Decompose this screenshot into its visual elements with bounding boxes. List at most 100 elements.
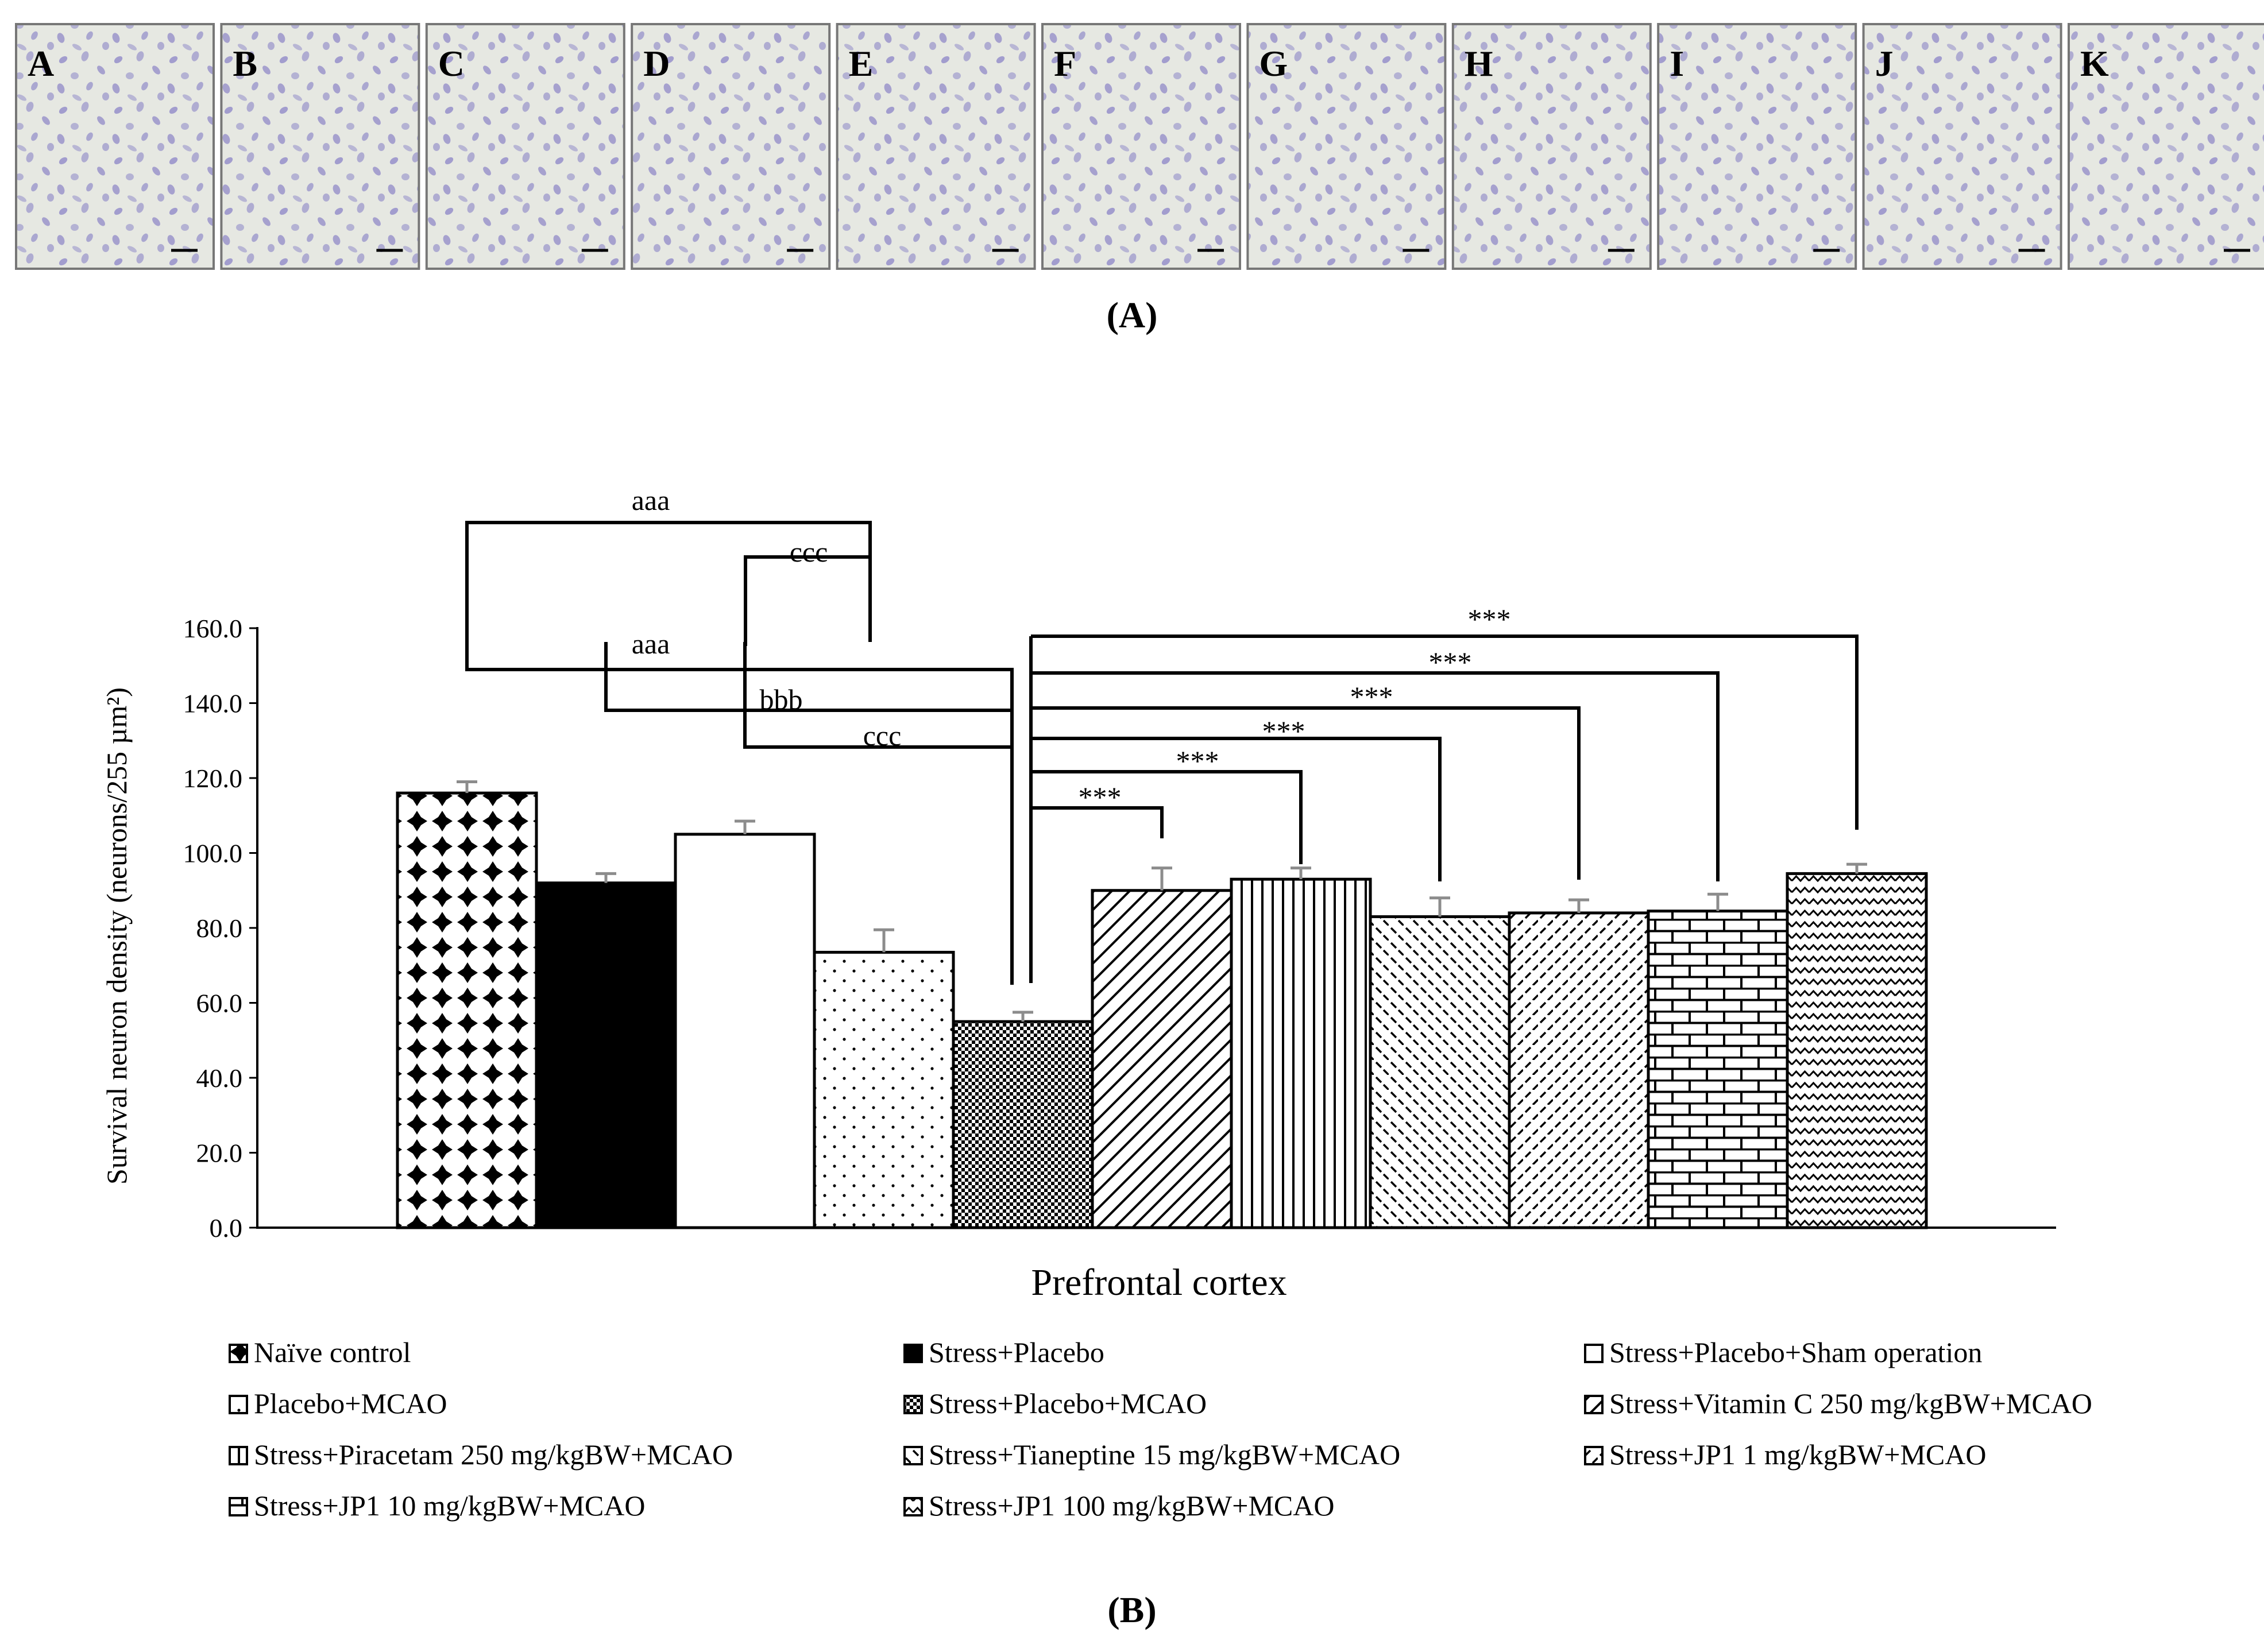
micrograph-letter: G [1259,43,1288,84]
micrograph-letter: J [1875,43,1894,84]
legend-entry: Naïve control [229,1336,411,1368]
y-tick-label: 40.0 [196,1063,243,1093]
y-tick-label: 140.0 [183,689,243,718]
bar [1091,889,1233,1229]
legend-entry: Stress+JP1 10 mg/kgBW+MCAO [229,1489,645,1522]
legend-label: Stress+Placebo+Sham operation [1609,1336,1982,1368]
significance-label: aaa [632,628,670,660]
bar [952,1020,1094,1229]
error-bars [457,780,1867,1022]
significance-bracket: *** [1031,603,1859,830]
significance-label: ccc [863,719,902,752]
y-tick-label: 100.0 [183,839,243,868]
micrograph-i: I [1657,23,1857,270]
micrograph-k: K [2068,23,2264,270]
x-axis-label: Prefrontal cortex [1031,1262,1286,1303]
legend-entry: Stress+JP1 100 mg/kgBW+MCAO [903,1489,1334,1522]
legend-swatch [903,1497,923,1516]
micrograph-f: F [1041,23,1241,270]
significance-bracket: *** [1031,646,1720,881]
stained-neurons [633,25,829,268]
y-tick-label: 80.0 [196,914,243,943]
legend-swatch [903,1446,923,1465]
micrograph-j: J [1862,23,2062,270]
stained-neurons [1864,25,2060,268]
legend-label: Naïve control [254,1336,411,1368]
y-axis-label: Survival neuron density (neurons/255 µm²… [101,687,133,1185]
legend-label: Stress+JP1 10 mg/kgBW+MCAO [254,1489,645,1522]
panel-a-label: (A) [1107,295,1158,335]
significance-label: *** [1176,745,1219,777]
micrograph-letter: K [2080,43,2109,84]
bar [813,950,955,1229]
bracket-line [1031,806,1164,838]
stained-neurons [1454,25,1649,268]
legend-swatch [903,1395,923,1414]
legend-swatch [1584,1395,1604,1414]
significance-label: *** [1468,603,1511,635]
legend-label: Stress+JP1 100 mg/kgBW+MCAO [929,1489,1334,1522]
significance-bracket: *** [1031,680,1581,880]
bar [535,881,677,1229]
significance-bracket: ccc [744,536,872,646]
legend-label: Stress+JP1 1 mg/kgBW+MCAO [1609,1438,1986,1471]
significance-label: *** [1350,680,1393,713]
micrograph-letter: C [438,43,465,84]
micrograph-letter: D [643,43,670,84]
legend-entry: Placebo+MCAO [229,1387,447,1419]
stained-neurons [1044,25,1239,268]
legend-entry: Stress+Tianeptine 15 mg/kgBW+MCAO [903,1438,1400,1471]
bracket-line [1031,635,1859,830]
legend-swatch [229,1497,248,1516]
micrograph-a: A [15,23,215,270]
legend-entry: Stress+Vitamin C 250 mg/kgBW+MCAO [1584,1387,2092,1419]
micrograph-c: C [425,23,625,270]
significance-bracket: *** [1031,715,1442,881]
bar [674,833,816,1229]
bracket-line [1031,770,1303,864]
panel-b-label: (B) [1107,1589,1156,1630]
stained-neurons [1659,25,1855,268]
significance-bracket: *** [1031,781,1164,838]
bar [1508,911,1650,1229]
significance-label: *** [1429,646,1472,678]
micrograph-letter: E [849,43,874,84]
significance-label: *** [1262,715,1305,747]
stained-neurons [838,25,1034,268]
legend-entry: Stress+Placebo [903,1336,1104,1368]
legend-entry: Stress+Placebo+Sham operation [1584,1336,1982,1368]
y-tick-label: 0.0 [210,1213,243,1243]
micrograph-letter: H [1465,43,1493,84]
legend-swatch [903,1344,923,1363]
legend-label: Stress+Vitamin C 250 mg/kgBW+MCAO [1609,1387,2092,1419]
stained-neurons [1249,25,1444,268]
micrograph-d: D [631,23,831,270]
legend-entry: Stress+JP1 1 mg/kgBW+MCAO [1584,1438,1986,1471]
stained-neurons [2070,25,2264,268]
y-tick-label: 60.0 [196,989,243,1018]
bar [1230,877,1372,1229]
micrograph-h: H [1451,23,1652,270]
micrograph-g: G [1246,23,1447,270]
bar [1647,910,1789,1229]
bracket-line [1031,737,1442,881]
significance-label: ccc [790,536,828,568]
stained-neurons [17,25,213,268]
legend-entry: Stress+Placebo+MCAO [903,1387,1207,1419]
legend-label: Stress+Placebo [929,1336,1104,1368]
legend-label: Stress+Tianeptine 15 mg/kgBW+MCAO [929,1438,1400,1471]
micrograph-letter: F [1054,43,1076,84]
significance-label: bbb [760,683,803,715]
bracket-line [1031,671,1720,881]
legend-label: Placebo+MCAO [254,1387,447,1419]
bracket-line [743,642,1014,985]
micrograph-e: E [836,23,1036,270]
legend-label: Stress+Placebo+MCAO [929,1387,1207,1419]
bar [1786,872,1928,1229]
legend-swatch [1584,1446,1604,1465]
